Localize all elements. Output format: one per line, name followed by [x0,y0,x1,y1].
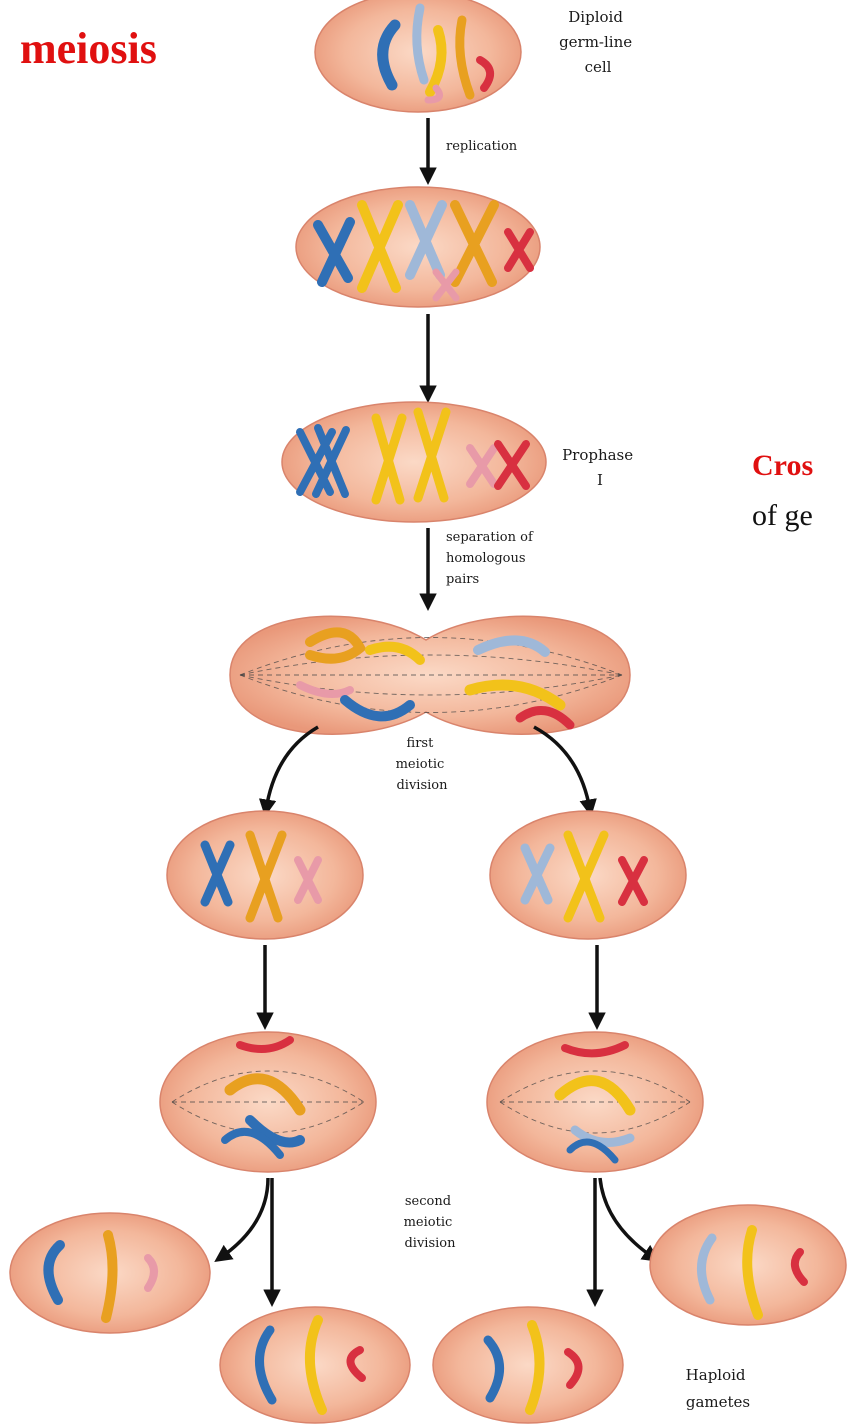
page-title: meiosis [20,24,157,73]
arrow-first-right [534,727,590,810]
second-division-label: second meiotic division [404,1194,457,1251]
replicated-cell [296,187,540,307]
crossing-over-heading: Cros [752,449,813,482]
arrow-first-left [266,727,318,810]
daughter-cell-right [490,811,686,939]
metaphase-ii-right [487,1032,703,1172]
arrow-second-right-b [600,1178,654,1258]
crossing-over-text: of ge [752,499,813,532]
diploid-cell [315,0,521,112]
diploid-label: Diploid germ-line cell [559,8,637,76]
gamete-1 [10,1213,210,1333]
gamete-3 [433,1307,623,1423]
gamete-4 [650,1205,846,1325]
replication-label: replication [446,139,518,154]
anaphase-i-cell [230,616,630,734]
haploid-label: Haploid gametes [686,1366,751,1411]
daughter-cell-left [167,811,363,939]
gamete-2 [220,1307,410,1423]
prophase-cell [282,402,546,522]
first-division-label: first meiotic division [396,736,449,793]
separation-label: separation of homologous pairs [446,530,537,587]
arrow-second-left-a [220,1178,268,1258]
prophase-label: Prophase I [562,446,638,489]
metaphase-ii-left [160,1032,376,1172]
